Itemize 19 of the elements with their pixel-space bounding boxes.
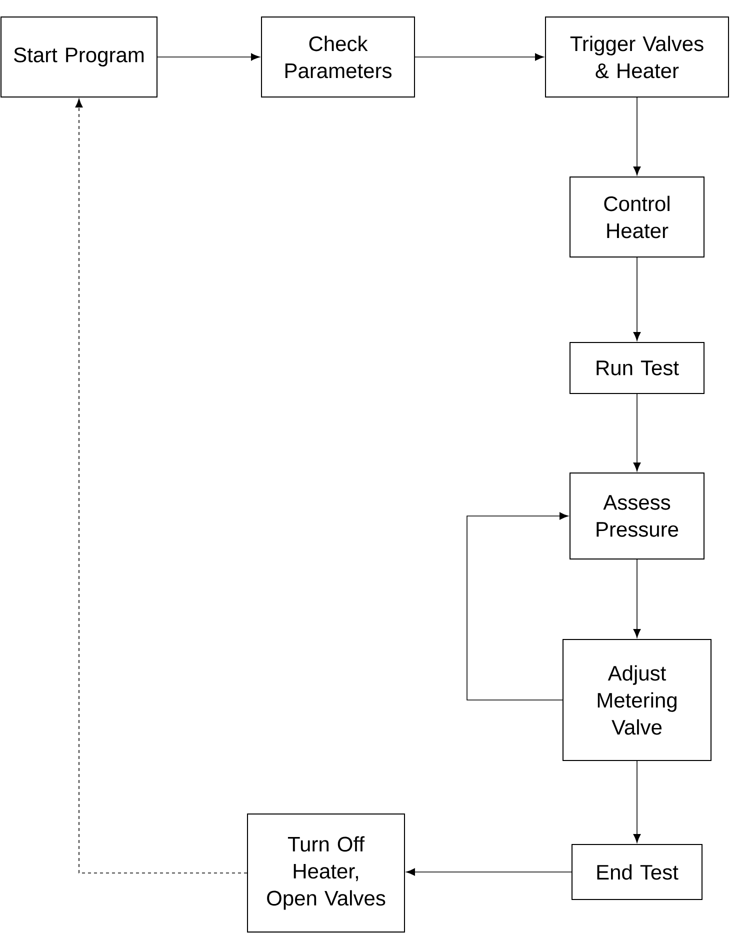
arrow xyxy=(633,760,641,843)
process-box: Assess Pressure xyxy=(570,472,704,560)
arrow xyxy=(406,868,572,876)
process-box: Turn Off Heater, Open Valves xyxy=(247,814,405,933)
process-box: Trigger Valves & Heater xyxy=(545,16,730,98)
arrow xyxy=(414,53,544,61)
process-box: Run Test xyxy=(570,342,704,394)
process-box: Check Parameters xyxy=(261,16,415,98)
process-box: End Test xyxy=(572,844,702,900)
arrow xyxy=(633,97,641,176)
process-box: Adjust Metering Valve xyxy=(562,639,712,761)
arrow xyxy=(75,98,248,874)
process-box: Start Program xyxy=(0,16,158,98)
arrow xyxy=(633,257,641,341)
arrow xyxy=(633,559,641,638)
arrow xyxy=(633,394,641,472)
arrow xyxy=(466,512,568,700)
process-box: Control Heater xyxy=(570,176,704,258)
arrow xyxy=(157,53,260,61)
